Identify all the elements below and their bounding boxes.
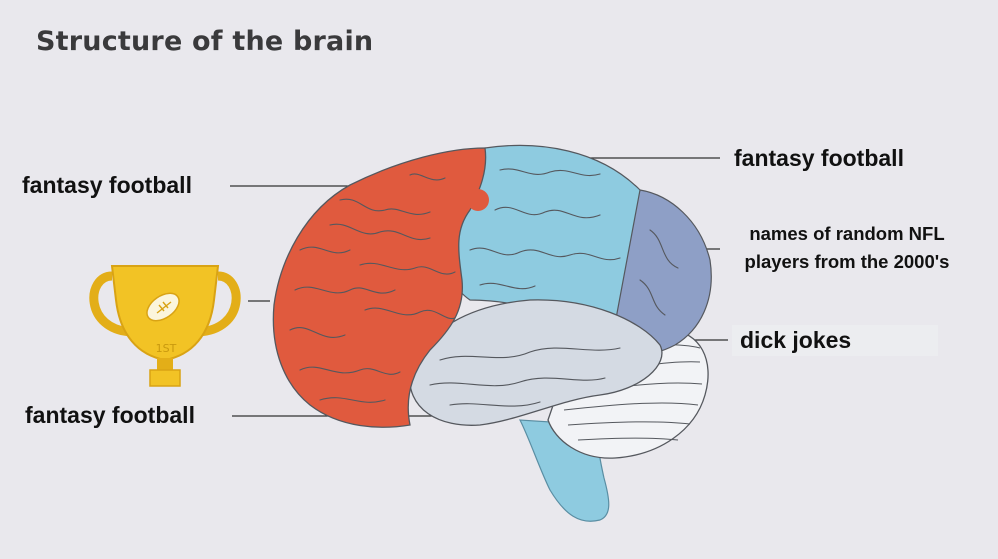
trophy-handle-right: [197, 271, 241, 337]
football-icon: [146, 292, 180, 322]
trophy-icon: 1ST: [89, 265, 241, 387]
label-cerebellum: dick jokes: [732, 325, 938, 356]
trophy-base: [149, 369, 181, 387]
frontal-lobe: [272, 147, 487, 428]
football-laces: [156, 301, 172, 314]
temporal-lobe: [408, 299, 663, 426]
frontal-bump: [467, 189, 489, 211]
trophy-handle-left: [89, 271, 133, 337]
label-frontal-lobe: fantasy football: [22, 172, 192, 198]
label-occipital-lobe: names of random NFL players from the 200…: [722, 220, 972, 276]
label-parietal-lobe: fantasy football: [734, 145, 904, 171]
label-temporal-lobe: fantasy football: [25, 402, 195, 428]
page-title: Structure of the brain: [36, 26, 374, 57]
brain-gyri: [289, 168, 679, 407]
trophy-stem: [157, 358, 173, 370]
trophy-rank-text: 1ST: [156, 342, 177, 355]
label-occipital-line-2: players from the 2000's: [744, 251, 950, 272]
label-occipital-line-1: names of random NFL: [749, 223, 945, 244]
